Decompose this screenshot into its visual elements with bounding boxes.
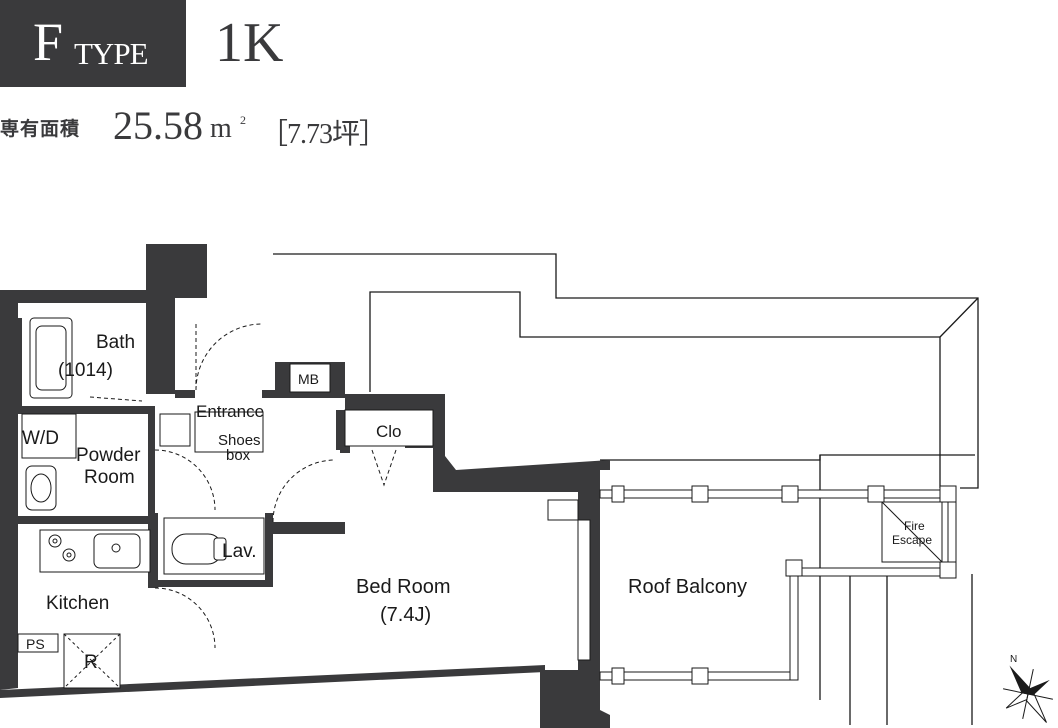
label-kitchen: Kitchen	[46, 593, 109, 614]
label-r: R	[84, 652, 98, 673]
type-badge: F TYPE	[0, 0, 186, 87]
ps-box-left: PS	[17, 633, 59, 653]
compass-north-label: N	[1010, 654, 1017, 665]
area-unit: m	[210, 113, 232, 144]
label-shoes-1: Shoes	[218, 432, 261, 449]
stove-icon	[48, 534, 76, 562]
walls	[0, 244, 610, 728]
balcony-rails	[577, 485, 957, 685]
door-swings	[89, 323, 397, 649]
area-tsubo: ［7.73坪］	[260, 119, 387, 150]
label-bedroom-size: (7.4J)	[380, 604, 431, 626]
type-word: TYPE	[74, 36, 148, 71]
label-bath-size: (1014)	[58, 360, 113, 381]
label-bedroom: Bed Room	[356, 576, 451, 598]
label-ps-left: PS	[26, 636, 45, 652]
refrigerator-icon	[63, 633, 121, 689]
area-unit-sup: 2	[240, 113, 246, 127]
compass-icon: N	[1002, 654, 1054, 723]
area-value: 25.58	[113, 103, 203, 148]
label-wd: W/D	[22, 428, 59, 449]
label-shoes-2: box	[226, 447, 251, 464]
label-ps-right: PS	[555, 504, 571, 518]
label-entrance: Entrance	[196, 402, 264, 421]
fire-escape-hatch	[881, 501, 943, 563]
layout-code: 1K	[215, 12, 284, 74]
label-mb: MB	[298, 371, 319, 387]
label-bath: Bath	[96, 332, 135, 353]
label-fire-1: Fire	[904, 519, 925, 533]
label-fire-2: Escape	[892, 533, 932, 547]
label-lav: Lav.	[222, 541, 257, 562]
type-letter: F	[33, 12, 64, 72]
roof-outline	[273, 253, 979, 725]
label-powder-2: Room	[84, 467, 135, 488]
area-label: 専有面積	[0, 118, 81, 140]
label-clo: Clo	[376, 422, 402, 441]
label-balcony: Roof Balcony	[628, 576, 747, 598]
label-powder-1: Powder	[76, 445, 141, 466]
